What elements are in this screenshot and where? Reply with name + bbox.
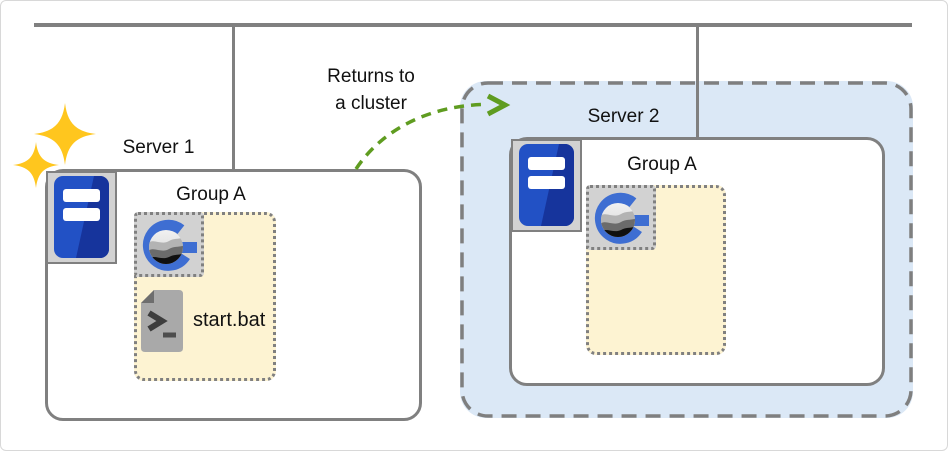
arrowhead-icon — [486, 93, 511, 117]
group-a-box-server2 — [586, 185, 726, 355]
sparkle-icon — [13, 103, 96, 188]
server2-drop-line — [696, 25, 699, 137]
server2-group-label: Group A — [627, 154, 697, 175]
server1-group-label: Group A — [176, 184, 246, 205]
server-glyph — [54, 176, 109, 258]
server-icon — [511, 139, 582, 232]
cluster-dashed-border — [460, 81, 913, 418]
glassfish-icon — [134, 212, 204, 277]
batch-file-icon — [141, 290, 183, 352]
arrow-label-line1: Returns to — [327, 66, 415, 87]
arrow-label: Returns to a cluster — [301, 63, 441, 117]
glassfish-logo — [142, 219, 197, 271]
batch-file-label: start.bat — [193, 309, 266, 331]
server-icon — [46, 171, 117, 264]
glassfish-icon — [586, 185, 656, 250]
network-bus-line — [34, 23, 912, 27]
returns-arrow — [354, 93, 511, 170]
server1-drop-line — [232, 25, 235, 169]
server-glyph — [519, 144, 574, 226]
glassfish-logo — [594, 192, 649, 244]
server2-label: Server 2 — [587, 106, 660, 127]
arrow-label-line2: a cluster — [335, 93, 407, 114]
server1-label: Server 1 — [122, 137, 195, 158]
